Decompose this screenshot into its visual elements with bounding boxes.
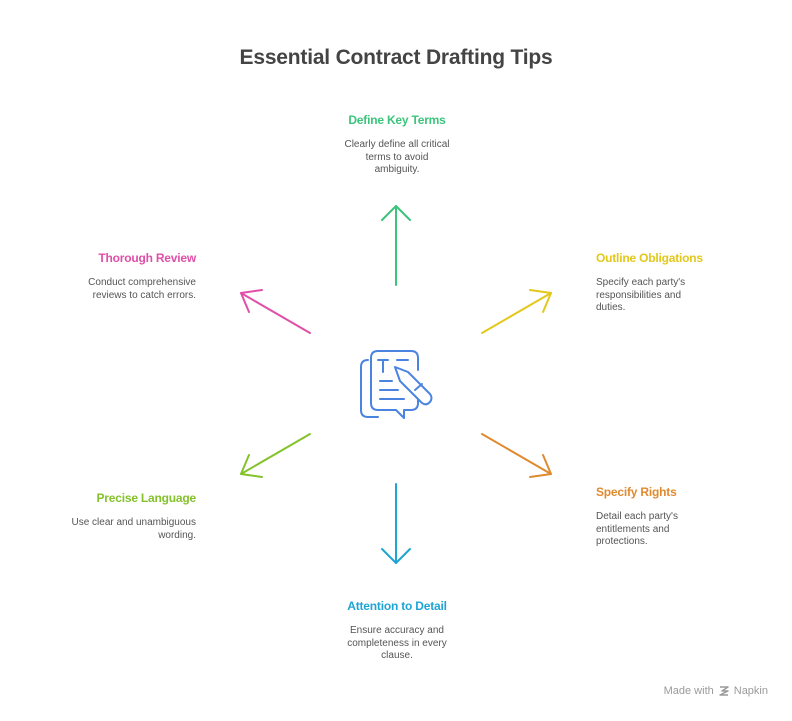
arrow-attention xyxy=(381,483,411,564)
item-description: Use clear and unambiguous wording. xyxy=(71,517,196,541)
item-attention-to-detail: Attention to Detail Ensure accuracy and … xyxy=(322,599,472,663)
item-description: Specify each party's responsibilities an… xyxy=(596,277,686,313)
item-define-key-terms: Define Key Terms Clearly define all crit… xyxy=(322,113,472,177)
item-description: Conduct comprehensive reviews to catch e… xyxy=(88,277,196,301)
item-title: Thorough Review xyxy=(98,251,196,265)
item-description: Detail each party's entitlements and pro… xyxy=(596,511,678,547)
credit-text: Made with xyxy=(663,685,714,697)
napkin-logo-icon xyxy=(719,686,729,696)
item-title: Precise Language xyxy=(96,491,196,505)
arrow-define xyxy=(381,205,411,286)
item-description: Ensure accuracy and completeness in ever… xyxy=(347,625,447,661)
arrow-precise xyxy=(240,433,311,478)
arrow-outline xyxy=(481,289,552,334)
diagram-title: Essential Contract Drafting Tips xyxy=(239,46,553,69)
item-title: Define Key Terms xyxy=(348,113,446,127)
arrow-review xyxy=(240,289,311,334)
item-title: Attention to Detail xyxy=(347,599,447,613)
item-outline-obligations: Outline Obligations Specify each party's… xyxy=(596,251,746,315)
item-title: Specify Rights xyxy=(596,485,677,499)
made-with-napkin-credit[interactable]: Made with Napkin xyxy=(664,685,768,697)
arrow-rights xyxy=(481,433,552,478)
item-description: Clearly define all critical terms to avo… xyxy=(344,139,450,175)
item-title: Outline Obligations xyxy=(596,251,703,265)
contract-edit-icon xyxy=(360,350,433,419)
item-specify-rights: Specify Rights Detail each party's entit… xyxy=(596,485,746,549)
item-thorough-review: Thorough Review Conduct comprehensive re… xyxy=(46,251,196,302)
item-precise-language: Precise Language Use clear and unambiguo… xyxy=(46,491,196,542)
credit-brand: Napkin xyxy=(733,685,768,697)
